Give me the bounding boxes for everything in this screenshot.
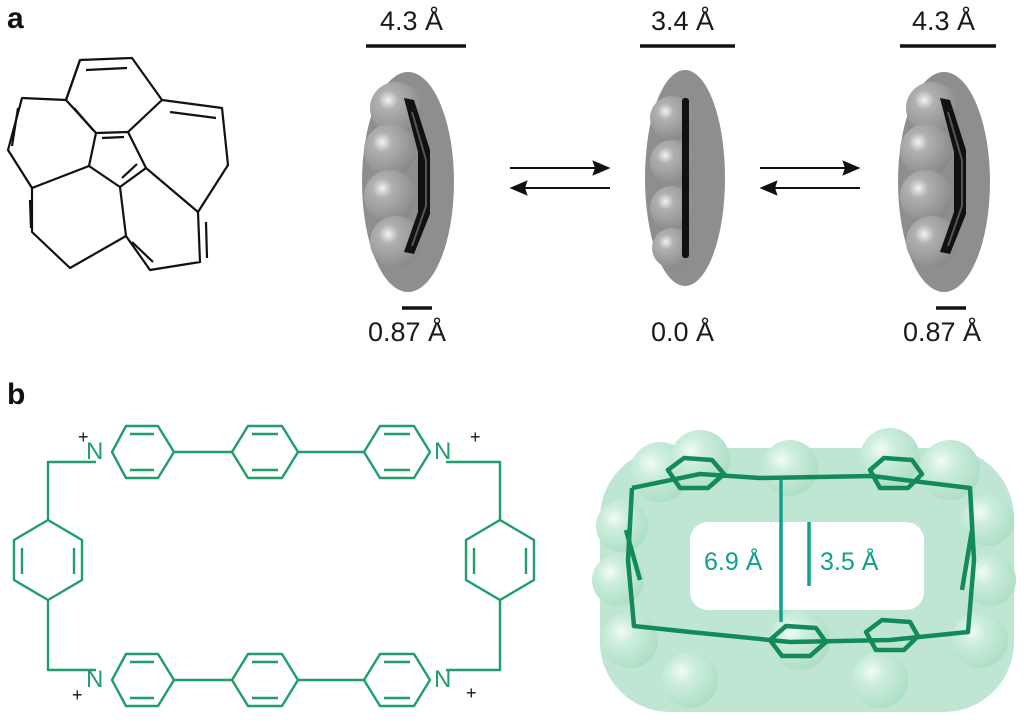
cage-height-label: 6.9 Å xyxy=(704,548,763,576)
bowl-model-right xyxy=(898,72,990,292)
charge-label-bottom-right: + xyxy=(466,683,477,703)
bowl-model-left xyxy=(362,72,454,292)
bowl-model-center xyxy=(645,70,725,286)
nitrogen-label-bottom-left: N xyxy=(86,666,104,693)
cyclophane-structure xyxy=(12,424,536,708)
equilibrium-arrow-left xyxy=(509,160,611,196)
charge-label-top-right: + xyxy=(470,427,481,447)
thickness-label-left: 4.3 Å xyxy=(380,6,444,36)
panel-label-a: a xyxy=(7,2,24,35)
nitrogen-label-top-left: N xyxy=(86,438,104,465)
nitrogen-label-top-right: N xyxy=(434,438,452,465)
charge-label-bottom-left: + xyxy=(72,685,83,705)
depth-label-center: 0.0 Å xyxy=(651,317,715,347)
cage-spacefill-model xyxy=(592,428,1016,712)
equilibrium-arrow-right xyxy=(759,160,861,196)
nitrogen-label-bottom-right: N xyxy=(434,666,452,693)
charge-label-top-left: + xyxy=(78,427,89,447)
thickness-label-center: 3.4 Å xyxy=(651,6,715,36)
depth-label-right: 0.87 Å xyxy=(903,317,982,347)
thickness-label-right: 4.3 Å xyxy=(912,6,976,36)
panel-label-b: b xyxy=(7,378,26,411)
corannulene-structure xyxy=(6,56,230,272)
cage-half-height-label: 3.5 Å xyxy=(820,548,879,576)
cage-dimension-lines xyxy=(779,480,811,622)
depth-label-left: 0.87 Å xyxy=(368,317,447,347)
